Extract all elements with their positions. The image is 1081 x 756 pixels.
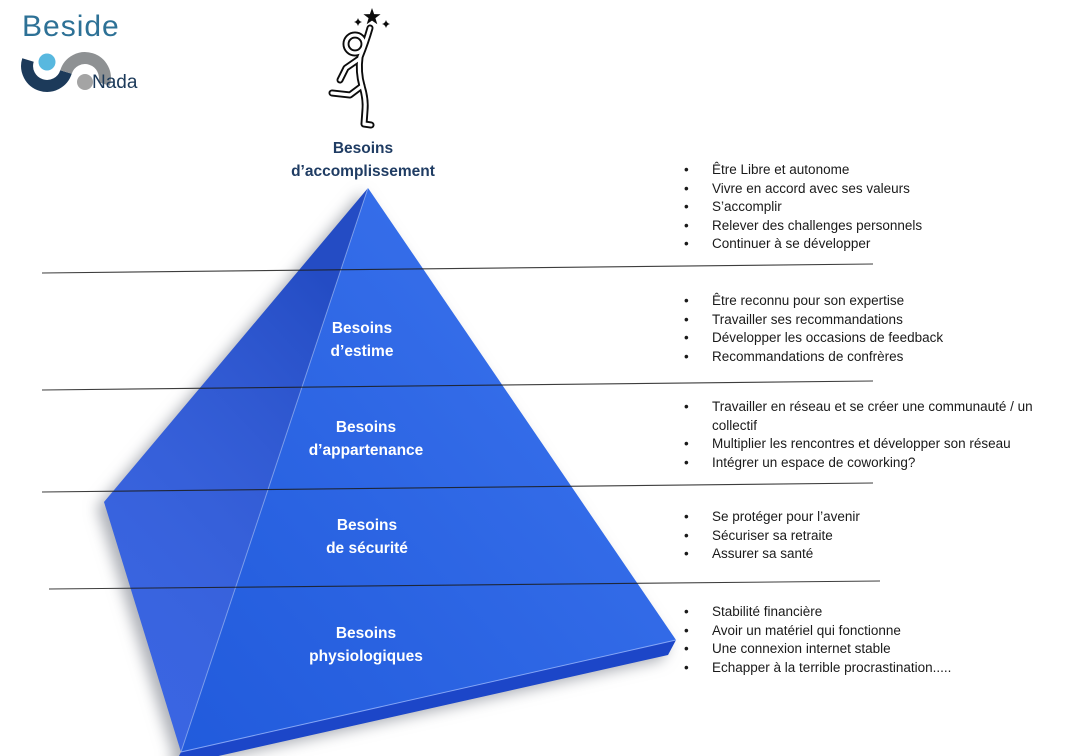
bullet-item: Multiplier les rencontres et développer … bbox=[680, 435, 1072, 454]
bullet-item: Echapper à la terrible procrastination..… bbox=[680, 659, 1072, 678]
bullet-list-estime: Être reconnu pour son expertiseTravaille… bbox=[680, 292, 1072, 366]
pyramid-bottom-edge-highlight bbox=[180, 639, 677, 753]
bullet-item: Sécuriser sa retraite bbox=[680, 527, 1072, 546]
pyramid-front-face-shading bbox=[181, 188, 676, 752]
bullet-item: Avoir un matériel qui fonctionne bbox=[680, 622, 1072, 641]
logo-subname: Nada bbox=[92, 72, 138, 93]
bullet-list-physiologiques: Stabilité financièreAvoir un matériel qu… bbox=[680, 603, 1072, 677]
bullet-item: S’accomplir bbox=[680, 198, 1072, 217]
level-label-accomplissement: Besoins d’accomplissement bbox=[291, 140, 435, 180]
bullet-list-securite: Se protéger pour l’avenirSécuriser sa re… bbox=[680, 508, 1072, 564]
pyramid-front-edge-highlight bbox=[180, 187, 369, 753]
beside-nada-logo: Beside Nada bbox=[18, 8, 178, 118]
bullet-item: Être Libre et autonome bbox=[680, 161, 1072, 180]
bullet-list-appartenance: Travailler en réseau et se créer une com… bbox=[680, 398, 1072, 472]
pyramid-left-face-shading bbox=[104, 188, 368, 752]
level-label-securite: Besoins de sécurité bbox=[326, 517, 408, 557]
pyramid-base-edge bbox=[179, 640, 676, 756]
logo-wordmark: Beside bbox=[22, 10, 120, 43]
person-reaching-star-icon bbox=[328, 8, 390, 129]
bullet-item: Vivre en accord avec ses valeurs bbox=[680, 180, 1072, 199]
bullet-item: Être reconnu pour son expertise bbox=[680, 292, 1072, 311]
bullet-item: Travailler ses recommandations bbox=[680, 311, 1072, 330]
bullet-item: Travailler en réseau et se créer une com… bbox=[680, 398, 1072, 435]
bullet-item: Relever des challenges personnels bbox=[680, 217, 1072, 236]
bullet-item: Continuer à se développer bbox=[680, 235, 1072, 254]
bullet-item: Une connexion internet stable bbox=[680, 640, 1072, 659]
bullet-item: Assurer sa santé bbox=[680, 545, 1072, 564]
level-divider-line-3 bbox=[41, 482, 874, 493]
level-divider-line-1 bbox=[41, 263, 874, 274]
level-divider-line-4 bbox=[48, 580, 881, 590]
level-label-appartenance: Besoins d’appartenance bbox=[308, 419, 424, 459]
level-label-physiologiques: Besoins physiologiques bbox=[309, 625, 423, 665]
bullet-item: Développer les occasions de feedback bbox=[680, 329, 1072, 348]
bullet-item: Se protéger pour l’avenir bbox=[680, 508, 1072, 527]
level-divider-line-2 bbox=[41, 380, 874, 391]
logo-wave-icon bbox=[21, 52, 111, 92]
bullet-list-accomplissement: Être Libre et autonomeVivre en accord av… bbox=[680, 161, 1072, 254]
bullet-item: Intégrer un espace de coworking? bbox=[680, 454, 1072, 473]
bullet-item: Recommandations de confrères bbox=[680, 348, 1072, 367]
level-label-estime: Besoins d’estime bbox=[330, 320, 394, 360]
bullet-item: Stabilité financière bbox=[680, 603, 1072, 622]
